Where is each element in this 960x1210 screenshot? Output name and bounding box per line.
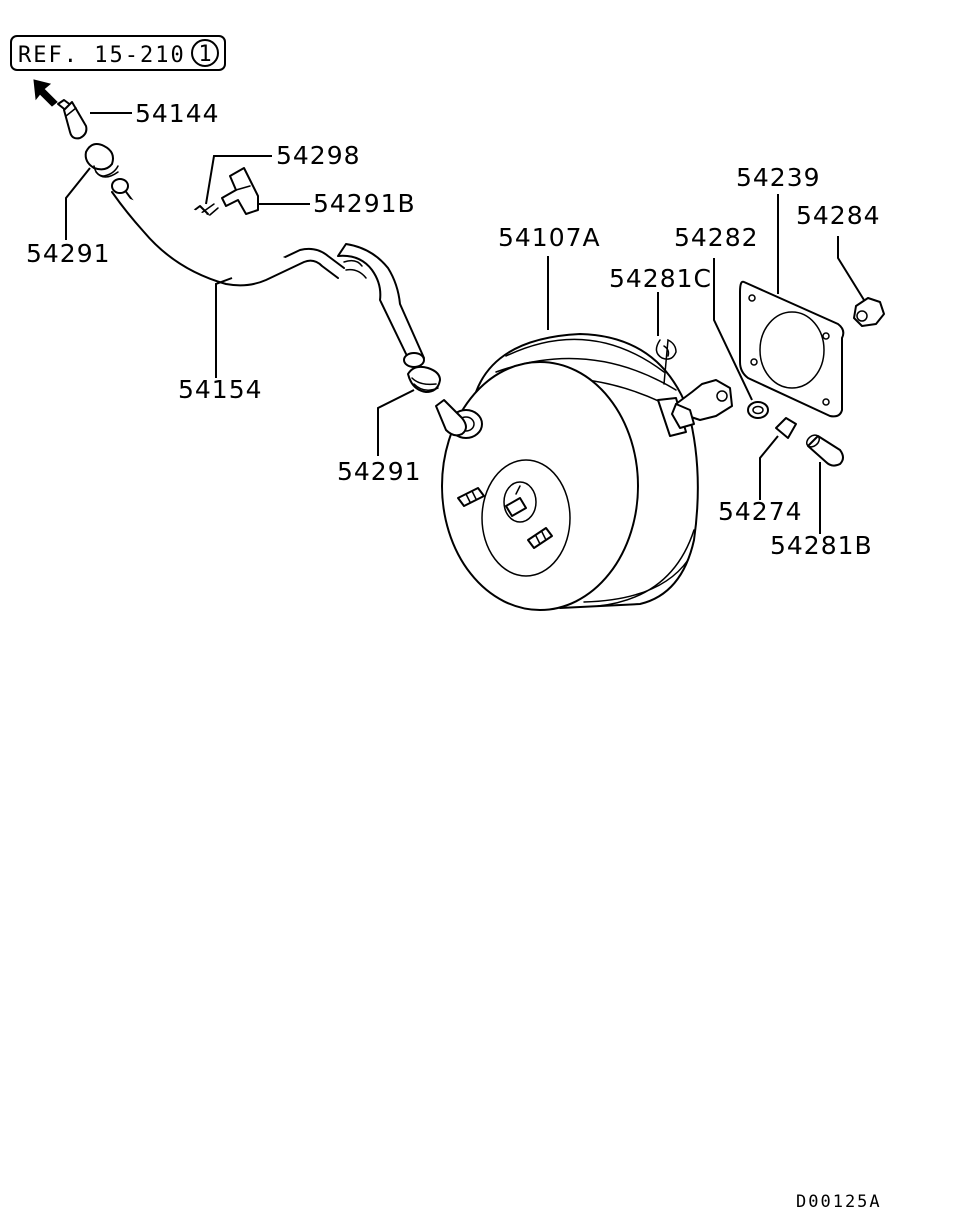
part-54291B-bracket[interactable]: [221, 167, 310, 215]
callout-54154: 54154: [178, 375, 263, 404]
drawing-code: D00125A: [796, 1192, 882, 1210]
part-54281C-clip[interactable]: [655, 292, 677, 385]
reference-arrow-icon: [33, 79, 58, 107]
callout-54291-bottom: 54291: [337, 457, 422, 486]
part-54239-gasket[interactable]: [739, 194, 845, 418]
reference-box[interactable]: REF. 15-210 1: [10, 35, 226, 71]
part-54298-bolt[interactable]: [191, 155, 272, 223]
callout-54239: 54239: [736, 163, 821, 192]
callout-54284: 54284: [796, 201, 881, 230]
reference-circled-number: 1: [198, 42, 211, 67]
part-54274-clip[interactable]: [759, 417, 797, 500]
callout-54274: 54274: [718, 497, 803, 526]
callout-54291B: 54291B: [313, 189, 416, 218]
part-54107A-brake-booster[interactable]: [435, 256, 699, 611]
callout-54107A: 54107A: [498, 223, 601, 252]
part-54282-washer[interactable]: [713, 258, 769, 419]
reference-circle-icon: [191, 39, 219, 67]
part-54291-top-clamp[interactable]: [65, 143, 119, 240]
reference-text: REF. 15-210: [18, 43, 186, 68]
callout-54291-top: 54291: [26, 239, 111, 268]
callout-54282: 54282: [674, 223, 759, 252]
part-54281B-pin[interactable]: [804, 433, 844, 534]
part-clevis[interactable]: [671, 379, 733, 429]
part-54144-valve[interactable]: [57, 99, 132, 140]
part-54154-hose[interactable]: [111, 178, 425, 378]
part-54291-bottom-clamp[interactable]: [377, 365, 441, 456]
callout-54281B: 54281B: [770, 531, 873, 560]
callout-54298: 54298: [276, 141, 361, 170]
callout-54281C: 54281C: [609, 264, 712, 293]
callout-54144: 54144: [135, 99, 220, 128]
part-54284-nut[interactable]: [837, 236, 885, 327]
